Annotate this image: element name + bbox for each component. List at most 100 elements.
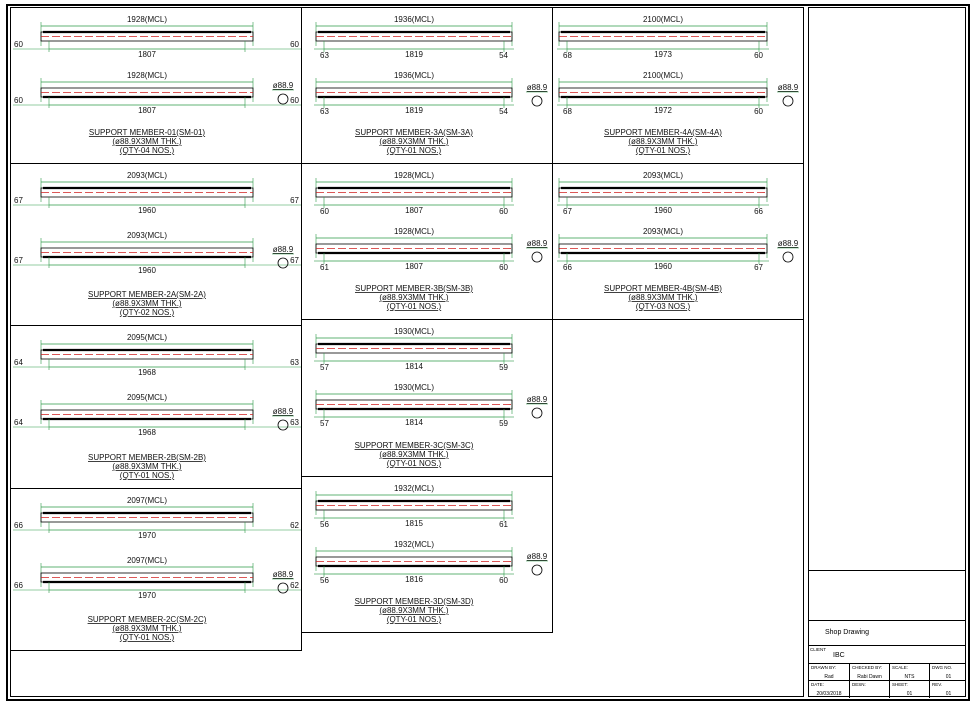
member-spec: (ø88.9X3MM THK.) bbox=[379, 606, 449, 615]
pipe-section-icon bbox=[531, 564, 543, 576]
tb-client-row: CLIENT IBC bbox=[809, 645, 965, 663]
member-qty: (QTY-01 NOS.) bbox=[120, 471, 175, 480]
client-label: CLIENT bbox=[810, 647, 827, 652]
mcl-dimension-text: 2093(MCL) bbox=[643, 227, 683, 236]
member-title: SUPPORT MEMBER-2B(SM-2B) bbox=[88, 453, 206, 462]
pipe-diameter-label: ø88.9 bbox=[527, 552, 548, 561]
right-offset-text: 67 bbox=[754, 263, 763, 272]
tb-drawing-type-row: Shop Drawing bbox=[809, 620, 965, 645]
right-offset-text: 66 bbox=[754, 207, 763, 216]
pipe-section-icon bbox=[782, 95, 794, 107]
member-title: SUPPORT MEMBER-3D(SM-3D) bbox=[355, 597, 474, 606]
left-offset-text: 57 bbox=[320, 419, 329, 428]
mcl-dimension-text: 1932(MCL) bbox=[394, 540, 434, 549]
member-spec: (ø88.9X3MM THK.) bbox=[112, 624, 182, 633]
mcl-dimension-text: 1932(MCL) bbox=[394, 484, 434, 493]
pipe-diameter-label: ø88.9 bbox=[527, 239, 548, 248]
mcl-dimension-text: 2097(MCL) bbox=[127, 496, 167, 505]
left-offset-text: 57 bbox=[320, 363, 329, 372]
member-spec: (ø88.9X3MM THK.) bbox=[379, 450, 449, 459]
cut-length-text: 1819 bbox=[405, 50, 423, 59]
pipe-diameter-label: ø88.9 bbox=[527, 83, 548, 92]
cut-length-text: 1960 bbox=[138, 206, 156, 215]
mcl-dimension-text: 2093(MCL) bbox=[127, 231, 167, 240]
mcl-dimension-text: 2093(MCL) bbox=[127, 171, 167, 180]
tb-row-1: DRAWN BY:Rad CHECKED BY:Rabi Dawn SCALE:… bbox=[809, 663, 965, 680]
pipe-diameter-label: ø88.9 bbox=[778, 239, 799, 248]
right-offset-text: 59 bbox=[499, 419, 508, 428]
client-value: IBC bbox=[833, 652, 845, 659]
member-title: SUPPORT MEMBER-3B(SM-3B) bbox=[355, 284, 473, 293]
pipe-section-icon bbox=[531, 95, 543, 107]
cut-length-text: 1807 bbox=[138, 50, 156, 59]
mcl-dimension-text: 2095(MCL) bbox=[127, 393, 167, 402]
pipe-section-icon bbox=[277, 93, 289, 105]
mcl-dimension-text: 1928(MCL) bbox=[127, 71, 167, 80]
member-spec: (ø88.9X3MM THK.) bbox=[112, 299, 182, 308]
dwg-no-label: DWG NO. bbox=[932, 665, 953, 670]
member-title: SUPPORT MEMBER-2C(SM-2C) bbox=[88, 615, 207, 624]
member-qty: (QTY-03 NOS.) bbox=[636, 302, 691, 311]
date-label: DATE: bbox=[811, 682, 824, 687]
sheet-label: SHEET: bbox=[892, 682, 908, 687]
member-title: SUPPORT MEMBER-2A(SM-2A) bbox=[88, 290, 206, 299]
left-offset-text: 63 bbox=[320, 107, 329, 116]
cut-length-text: 1816 bbox=[405, 575, 423, 584]
title-block: Shop Drawing CLIENT IBC DRAWN BY:Rad CHE… bbox=[808, 7, 966, 698]
mcl-dimension-text: 1930(MCL) bbox=[394, 383, 434, 392]
member-qty: (QTY-02 NOS.) bbox=[120, 308, 175, 317]
mcl-dimension-text: 2100(MCL) bbox=[643, 71, 683, 80]
member-title: SUPPORT MEMBER-4A(SM-4A) bbox=[604, 128, 722, 137]
mcl-dimension-text: 2095(MCL) bbox=[127, 333, 167, 342]
member-qty: (QTY-01 NOS.) bbox=[120, 633, 175, 642]
pipe-section-icon bbox=[277, 582, 289, 594]
right-offset-text: 60 bbox=[499, 576, 508, 585]
checked-by-cell: CHECKED BY:Rabi Dawn bbox=[849, 664, 889, 680]
cut-length-text: 1968 bbox=[138, 428, 156, 437]
rev-value: 01 bbox=[945, 691, 952, 697]
mcl-dimension-text: 1928(MCL) bbox=[394, 227, 434, 236]
member-spec: (ø88.9X3MM THK.) bbox=[379, 137, 449, 146]
right-offset-text: 60 bbox=[754, 51, 763, 60]
mcl-dimension-text: 1928(MCL) bbox=[394, 171, 434, 180]
left-offset-text: 66 bbox=[14, 521, 23, 530]
right-offset-text: 67 bbox=[290, 256, 299, 265]
cut-length-text: 1807 bbox=[405, 262, 423, 271]
left-offset-text: 66 bbox=[563, 263, 572, 272]
scale-label: SCALE: bbox=[892, 665, 909, 670]
pipe-diameter-label: ø88.9 bbox=[778, 83, 799, 92]
left-offset-text: 63 bbox=[320, 51, 329, 60]
dwg-no-value: 01 bbox=[945, 674, 952, 680]
cut-length-text: 1815 bbox=[405, 519, 423, 528]
right-offset-text: 60 bbox=[499, 207, 508, 216]
desn-label: DESN: bbox=[852, 682, 866, 687]
scale-cell: SCALE:NTS bbox=[889, 664, 929, 680]
cut-length-text: 1972 bbox=[654, 106, 672, 115]
cut-length-text: 1970 bbox=[138, 591, 156, 600]
left-offset-text: 64 bbox=[14, 418, 23, 427]
right-offset-text: 67 bbox=[290, 196, 299, 205]
mcl-dimension-text: 1930(MCL) bbox=[394, 327, 434, 336]
member-spec: (ø88.9X3MM THK.) bbox=[628, 137, 698, 146]
cut-length-text: 1968 bbox=[138, 368, 156, 377]
